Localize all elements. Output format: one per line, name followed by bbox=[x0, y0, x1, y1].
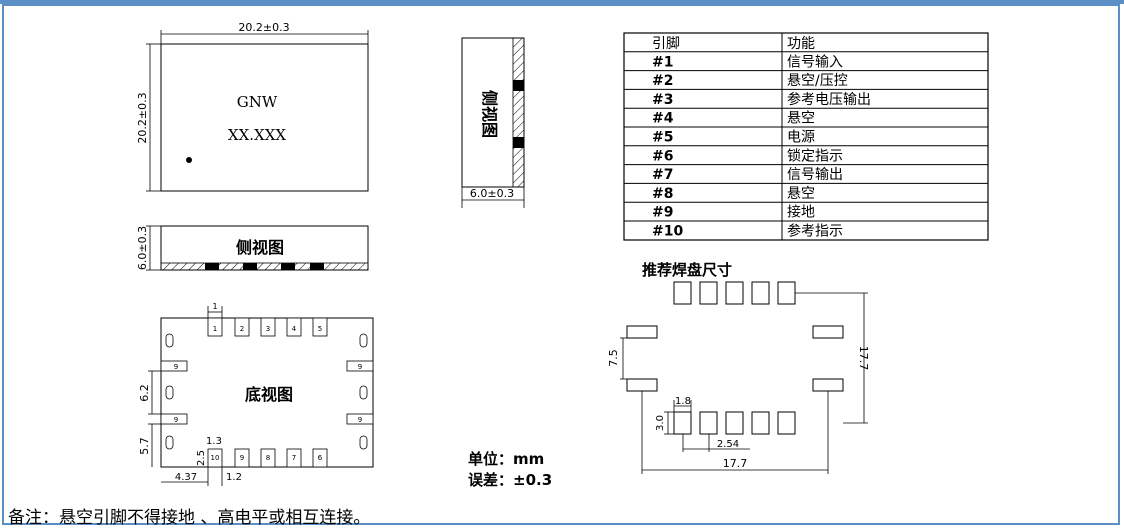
dim-2-5: 2.5 bbox=[196, 450, 207, 466]
top-bar bbox=[0, 0, 1124, 4]
top-view-width-dim: 20.2±0.3 bbox=[238, 21, 289, 34]
table-cell-pin: #3 bbox=[652, 92, 673, 108]
side-view-right: 侧视图 6.0±0.3 bbox=[461, 37, 525, 208]
table-cell-pin: #8 bbox=[652, 186, 673, 202]
table-cell-pin: #7 bbox=[652, 167, 673, 183]
bottom-view: 1 2 3 4 5 1 10 9 8 7 6 bbox=[138, 302, 374, 486]
pad-dim-1-8: 1.8 bbox=[675, 396, 691, 407]
dim-6-2: 6.2 bbox=[138, 384, 151, 402]
table-cell-function: 电源 bbox=[787, 130, 815, 146]
table-cell-function: 信号输出 bbox=[787, 167, 843, 183]
tolerance-line: 误差：±0.3 bbox=[468, 471, 552, 489]
pin-table: 引脚 功能 #1 信号输入 #2 悬空/压控 #3 参考电压输出 #4 悬空 #5 电源 #6 锁定指… bbox=[623, 32, 989, 241]
dim-5-7: 5.7 bbox=[138, 437, 151, 455]
marking-line1: GNW bbox=[237, 93, 278, 111]
pad-dim-7-5: 7.5 bbox=[607, 349, 620, 367]
table-cell-function: 参考电压输出 bbox=[787, 91, 871, 108]
dim-4-37: 4.37 bbox=[175, 472, 197, 483]
pin-label: 9 bbox=[174, 416, 178, 424]
top-pad-row bbox=[673, 281, 796, 305]
table-header-function: 功能 bbox=[787, 36, 815, 52]
dim-1-3: 1.3 bbox=[206, 436, 222, 447]
pad-dim-3-0: 3.0 bbox=[655, 415, 666, 431]
table-cell-pin: #2 bbox=[652, 73, 673, 89]
table-cell-pin: #6 bbox=[652, 148, 673, 164]
pin-label: 8 bbox=[266, 454, 270, 462]
pad-dim-17-7-h: 17.7 bbox=[723, 457, 748, 470]
pad-layout: 推荐焊盘尺寸 7.5 17.7 bbox=[607, 261, 870, 474]
marking-line2: XX.XXX bbox=[228, 126, 286, 144]
pin-label: 10 bbox=[211, 454, 220, 462]
pin-label: 3 bbox=[266, 325, 270, 333]
unit-line: 单位：mm bbox=[468, 450, 544, 468]
top-view-height-dim: 20.2±0.3 bbox=[136, 92, 149, 143]
pin-label: 9 bbox=[174, 363, 178, 371]
pin-label: 7 bbox=[292, 454, 296, 462]
pin-label: 6 bbox=[318, 454, 323, 462]
pin-label: 9 bbox=[358, 363, 362, 371]
pad-layout-title: 推荐焊盘尺寸 bbox=[642, 261, 732, 279]
pin-label: 1 bbox=[213, 325, 217, 333]
pin-label: 5 bbox=[318, 325, 322, 333]
pin-label: 9 bbox=[358, 416, 362, 424]
side-pad-lower bbox=[513, 137, 524, 148]
pin-label: 2 bbox=[240, 325, 244, 333]
top-view: 20.2±0.3 20.2±0.3 GNW XX.XXX bbox=[136, 21, 369, 192]
table-cell-function: 悬空 bbox=[787, 111, 815, 127]
bottom-side-pins: 9 9 9 9 bbox=[160, 360, 374, 425]
pin1-width-dim: 1 bbox=[212, 302, 217, 311]
side-view-right-label: 侧视图 bbox=[480, 90, 499, 138]
table-cell-pin: #1 bbox=[652, 54, 673, 70]
table-cell-pin: #4 bbox=[652, 111, 674, 127]
side-pad-upper bbox=[513, 80, 524, 91]
table-cell-function: 信号输入 bbox=[787, 54, 843, 70]
table-cell-function: 参考指示 bbox=[787, 223, 843, 240]
side-view-pads bbox=[205, 263, 324, 270]
side-view-bottom: 侧视图 6.0±0.3 bbox=[136, 225, 369, 271]
side-view-width-dim: 6.0±0.3 bbox=[470, 187, 514, 200]
table-cell-function: 悬空 bbox=[787, 186, 815, 202]
side-view-label: 侧视图 bbox=[236, 238, 284, 257]
table-header-pin: 引脚 bbox=[652, 36, 680, 52]
table-cell-function: 接地 bbox=[787, 204, 815, 221]
document-frame bbox=[2, 4, 1120, 525]
table-cell-pin: #5 bbox=[652, 130, 673, 146]
bottom-view-label: 底视图 bbox=[245, 385, 293, 404]
side-view-height-dim: 6.0±0.3 bbox=[136, 226, 149, 270]
pin1-dot bbox=[186, 157, 192, 163]
pin-label: 4 bbox=[292, 325, 297, 333]
dim-1-2: 1.2 bbox=[226, 472, 242, 483]
pad-dim-17-7-v: 17.7 bbox=[857, 346, 870, 371]
footnote: 备注：悬空引脚不得接地 、高电平或相互连接。 bbox=[8, 508, 371, 528]
pad-dim-2-54: 2.54 bbox=[717, 439, 739, 450]
pin-label: 9 bbox=[240, 454, 244, 462]
top-view-body bbox=[160, 43, 369, 192]
table-cell-function: 锁定指示 bbox=[787, 148, 843, 164]
bottom-top-pins: 1 2 3 4 5 bbox=[207, 317, 328, 337]
table-cell-function: 悬空/压控 bbox=[787, 73, 848, 89]
bottom-bottom-pins: 10 9 8 7 6 bbox=[207, 448, 328, 468]
mounting-slots bbox=[165, 333, 368, 450]
table-cell-pin: #10 bbox=[652, 224, 683, 240]
bottom-pad-row bbox=[673, 411, 796, 435]
table-cell-pin: #9 bbox=[652, 205, 673, 221]
side-pads bbox=[626, 325, 844, 392]
